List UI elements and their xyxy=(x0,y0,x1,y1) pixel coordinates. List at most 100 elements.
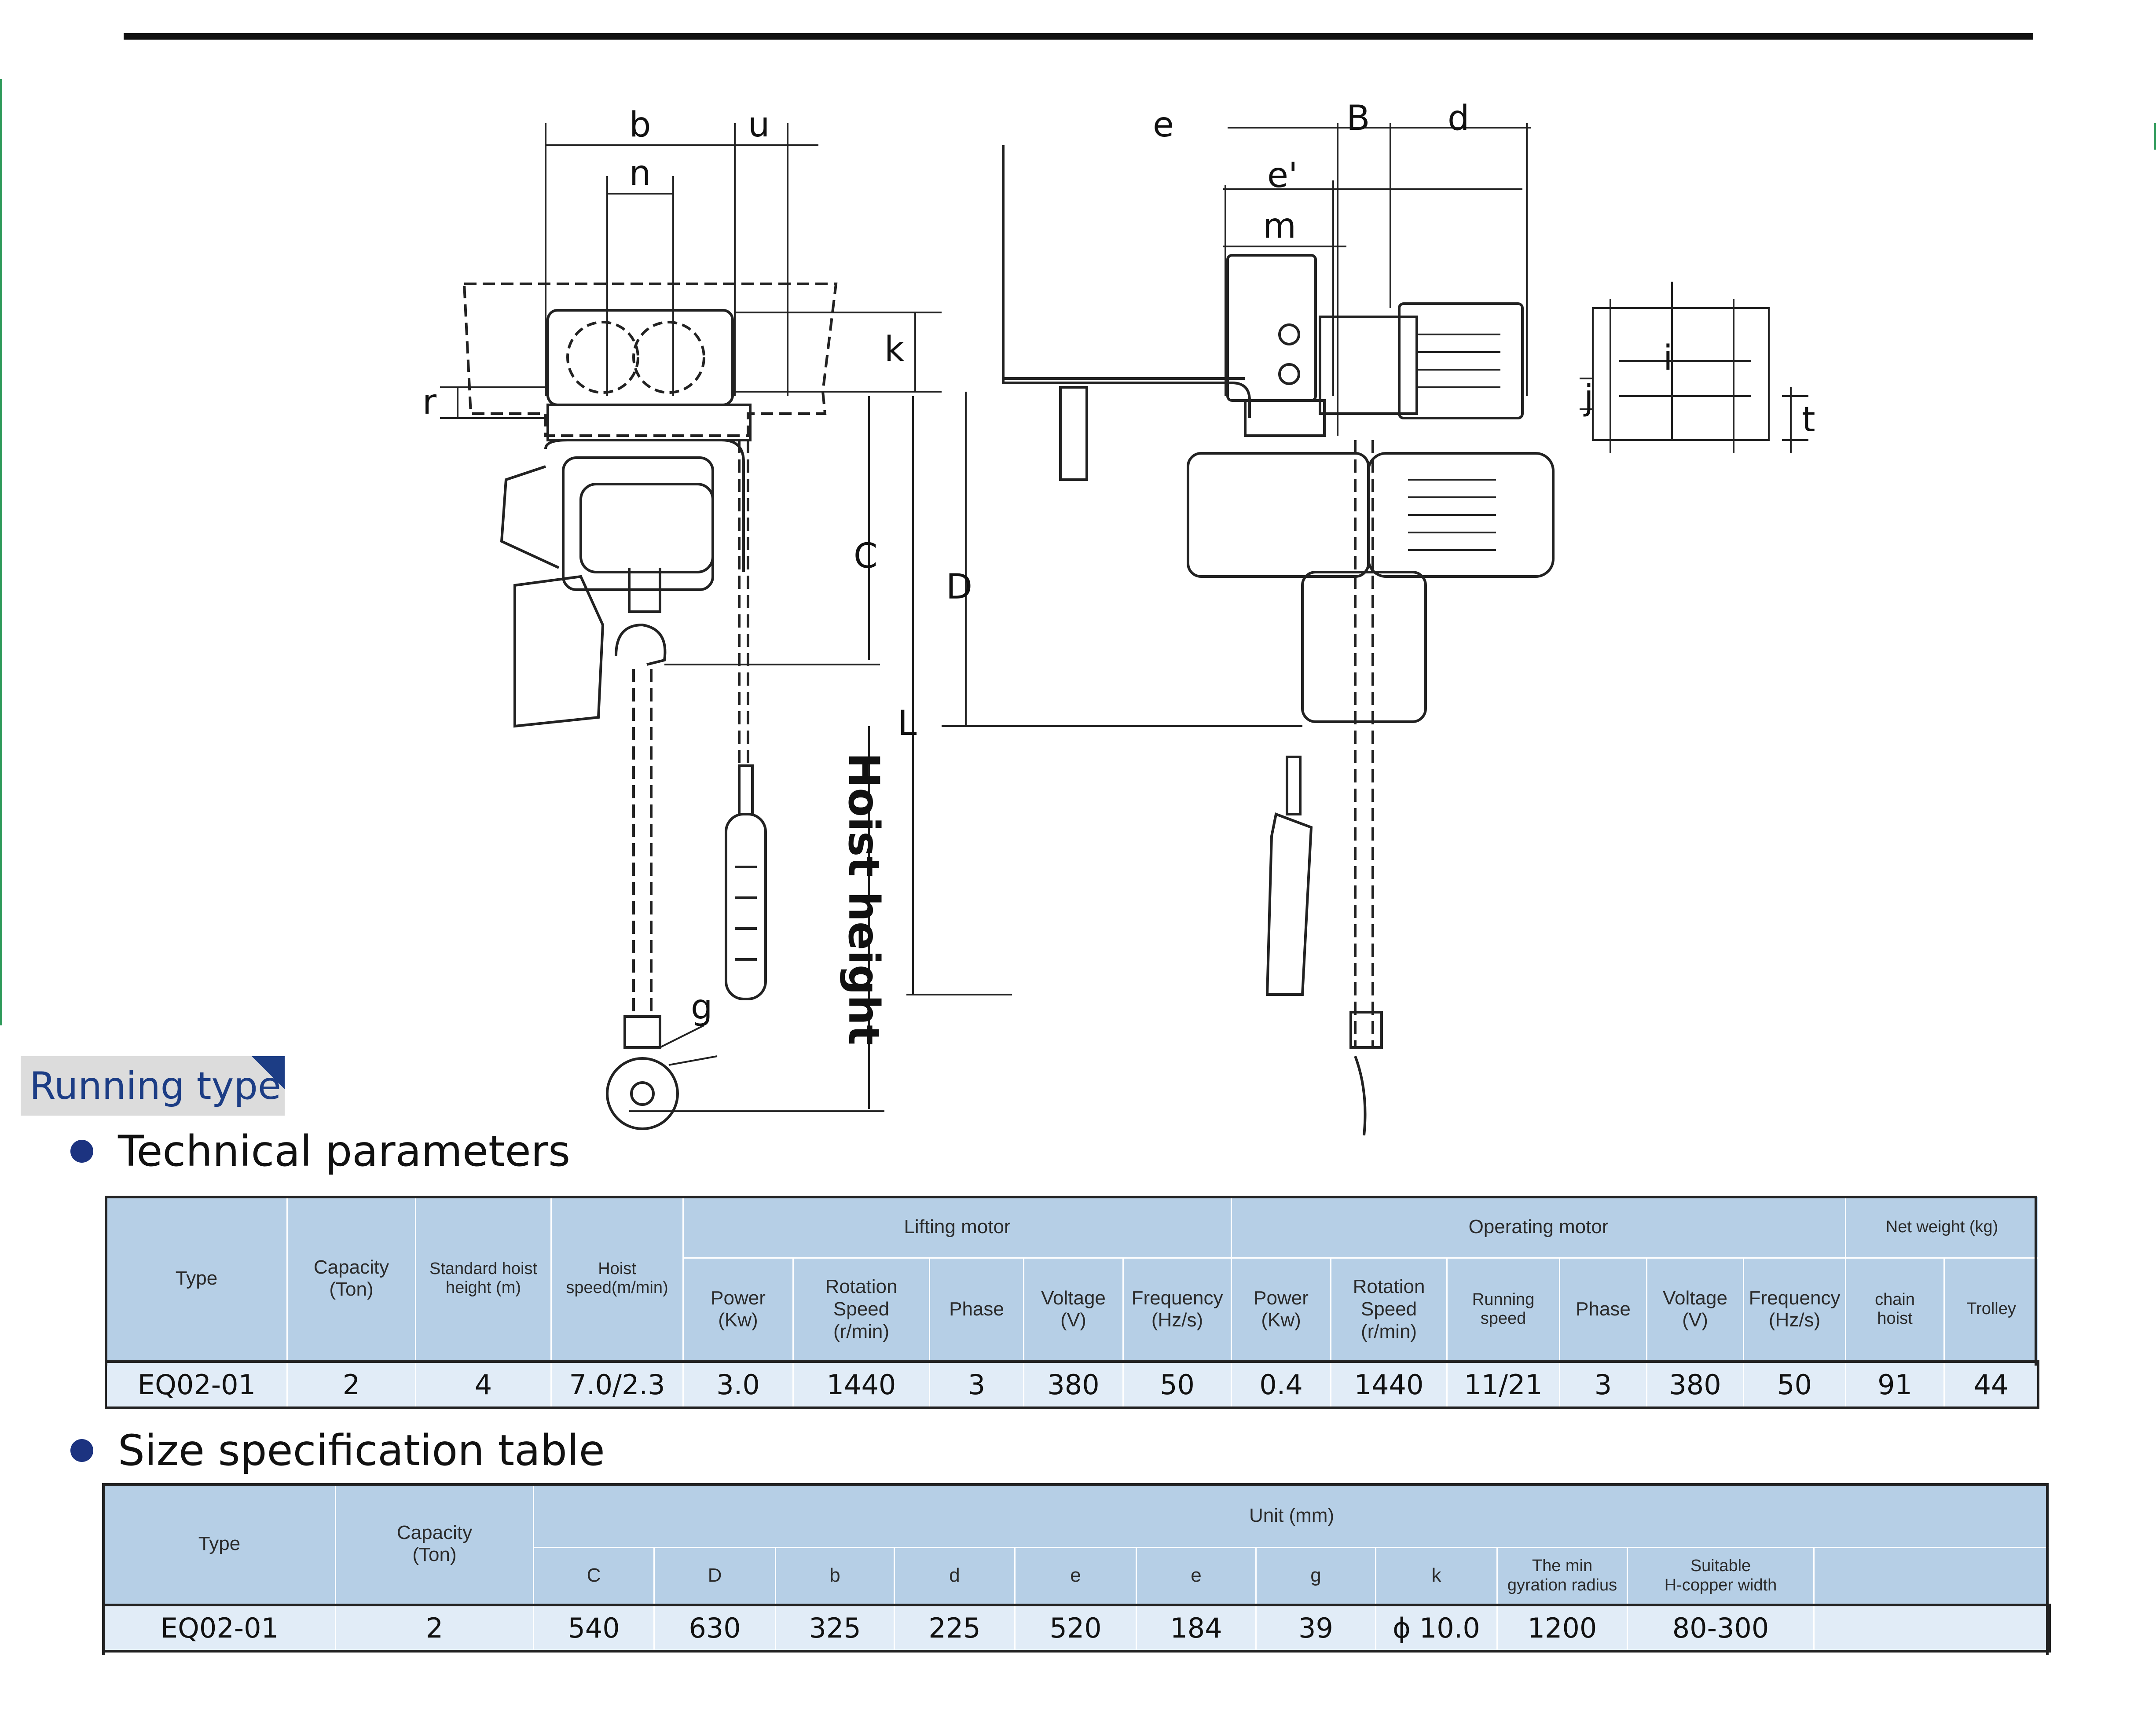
td-h-copper: 80-300 xyxy=(1627,1603,1815,1653)
label-B: B xyxy=(1346,99,1370,138)
th-om-frequency: Frequency (Hz/s) xyxy=(1743,1257,1847,1362)
td-size-type: EQ02-01 xyxy=(102,1603,336,1653)
td-om-voltage: 380 xyxy=(1646,1360,1745,1409)
td-type: EQ02-01 xyxy=(105,1360,288,1409)
label-b: b xyxy=(629,105,651,145)
th-e2: e xyxy=(1136,1547,1257,1605)
label-e: e xyxy=(1153,105,1174,145)
label-g: g xyxy=(691,988,713,1027)
td-nw-trolley: 44 xyxy=(1943,1360,2040,1409)
th-chain-hoist: chain hoist xyxy=(1845,1257,1945,1362)
th-lm-voltage: Voltage (V) xyxy=(1023,1257,1124,1362)
th-size-capacity: Capacity (Ton) xyxy=(335,1483,534,1605)
th-hoist-speed: Hoist speed(m/min) xyxy=(550,1196,684,1362)
td-min-radius: 1200 xyxy=(1496,1603,1628,1653)
hoist-technical-drawing: b u n k r C D L e B d e' m j i t g Hoist… xyxy=(422,99,1815,1136)
technical-parameters-title: Technical parameters xyxy=(118,1127,571,1176)
top-rule xyxy=(124,33,2033,40)
hoist-height-label: Hoist height xyxy=(839,753,888,1045)
td-capacity: 2 xyxy=(286,1360,416,1409)
label-j: j xyxy=(1583,378,1594,418)
th-lm-frequency: Frequency (Hz/s) xyxy=(1122,1257,1232,1362)
label-u: u xyxy=(748,105,770,145)
td-om-frequency: 50 xyxy=(1743,1360,1847,1409)
td-nw-chain-hoist: 91 xyxy=(1845,1360,1945,1409)
th-lm-power: Power (Kw) xyxy=(682,1257,794,1362)
bullet-dot xyxy=(70,1439,93,1462)
td-empty xyxy=(1813,1603,2051,1653)
th-h-copper-width: Suitable H-copper width xyxy=(1627,1547,1815,1605)
th-lm-rotation: Rotation Speed (r/min) xyxy=(792,1257,930,1362)
label-L: L xyxy=(898,704,917,743)
label-e-prime: e' xyxy=(1267,156,1298,195)
td-om-running-speed: 11/21 xyxy=(1446,1360,1561,1409)
td-k: ϕ 10.0 xyxy=(1375,1603,1498,1653)
right-edge-accent xyxy=(2154,123,2156,150)
td-g: 39 xyxy=(1255,1603,1376,1653)
td-om-rotation: 1440 xyxy=(1330,1360,1448,1409)
front-view xyxy=(462,283,838,1130)
td-e2: 184 xyxy=(1136,1603,1257,1653)
td-size-capacity: 2 xyxy=(335,1603,534,1653)
th-g: g xyxy=(1255,1547,1376,1605)
th-lifting-motor: Lifting motor xyxy=(682,1196,1232,1259)
th-trolley: Trolley xyxy=(1943,1257,2039,1362)
size-specification-table: Type Capacity (Ton) Unit (mm) C D b d e … xyxy=(102,1483,2051,1653)
tag-corner xyxy=(252,1056,285,1089)
technical-parameters-heading: Technical parameters xyxy=(70,1127,570,1176)
td-lm-phase: 3 xyxy=(929,1360,1024,1409)
size-specification-title: Size specification table xyxy=(118,1426,605,1475)
label-r: r xyxy=(422,382,437,422)
front-dimensions xyxy=(440,123,1302,1112)
td-hoist-speed: 7.0/2.3 xyxy=(550,1360,684,1409)
label-i: i xyxy=(1663,338,1673,378)
td-e1: 520 xyxy=(1014,1603,1137,1653)
label-t: t xyxy=(1802,400,1815,440)
th-capacity: Capacity (Ton) xyxy=(286,1196,416,1362)
th-om-rotation: Rotation Speed (r/min) xyxy=(1330,1257,1448,1362)
th-C: C xyxy=(533,1547,655,1605)
td-d: 225 xyxy=(894,1603,1016,1653)
td-om-power: 0.4 xyxy=(1231,1360,1332,1409)
th-min-gyration-radius: The min gyration radius xyxy=(1496,1547,1628,1605)
running-type-label: Running type xyxy=(29,1064,281,1108)
th-lm-phase: Phase xyxy=(929,1257,1024,1362)
th-b: b xyxy=(775,1547,895,1605)
th-size-type: Type xyxy=(103,1483,336,1605)
size-specification-heading: Size specification table xyxy=(70,1426,605,1475)
td-lm-power: 3.0 xyxy=(682,1360,794,1409)
label-k: k xyxy=(884,330,904,369)
td-std-height: 4 xyxy=(415,1360,552,1409)
th-om-phase: Phase xyxy=(1559,1257,1648,1362)
label-D: D xyxy=(946,567,972,607)
th-om-running-speed: Running speed xyxy=(1446,1257,1561,1362)
td-D: 630 xyxy=(653,1603,776,1653)
th-om-voltage: Voltage (V) xyxy=(1646,1257,1745,1362)
td-lm-voltage: 380 xyxy=(1023,1360,1124,1409)
detail-view xyxy=(1580,282,1808,453)
left-edge-accent xyxy=(0,79,2,1025)
label-m: m xyxy=(1263,206,1296,246)
technical-parameters-table: Type Capacity (Ton) Standard hoist heigh… xyxy=(105,1196,2040,1409)
td-lm-frequency: 50 xyxy=(1122,1360,1232,1409)
th-k: k xyxy=(1375,1547,1498,1605)
label-n: n xyxy=(629,154,651,193)
th-standard-hoist-height: Standard hoist height (m) xyxy=(415,1196,552,1362)
table-row: EQ02-01 2 4 7.0/2.3 3.0 1440 3 380 50 0.… xyxy=(105,1360,2040,1409)
bullet-dot xyxy=(70,1140,93,1163)
label-d: d xyxy=(1448,99,1470,138)
th-type: Type xyxy=(105,1196,288,1362)
th-D: D xyxy=(653,1547,776,1605)
td-C: 540 xyxy=(533,1603,655,1653)
td-b: 325 xyxy=(775,1603,895,1653)
th-e1: e xyxy=(1014,1547,1137,1605)
th-unit: Unit (mm) xyxy=(532,1483,2051,1548)
td-om-phase: 3 xyxy=(1559,1360,1648,1409)
th-operating-motor: Operating motor xyxy=(1231,1196,1847,1259)
table-row: EQ02-01 2 540 630 325 225 520 184 39 ϕ 1… xyxy=(102,1603,2051,1653)
td-lm-rotation: 1440 xyxy=(792,1360,930,1409)
drawing-labels: b u n k r C D L e B d e' m j i t g Hoist… xyxy=(422,99,1815,1045)
running-type-tag: Running type xyxy=(21,1056,285,1116)
th-empty xyxy=(1813,1547,2051,1605)
side-view xyxy=(1002,123,1555,1136)
